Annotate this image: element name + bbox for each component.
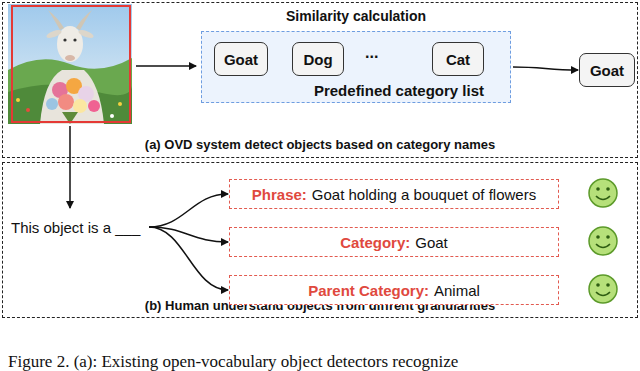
category-box: Cat [432,42,484,76]
category-box: Goat [214,42,268,76]
arrow-down [69,126,71,208]
panel: (b) Human understand objects from diffre… [2,162,638,318]
output-box: Goat [579,53,635,87]
prompt-text: This object is a ___ [11,219,140,236]
granularity-value: Goat holding a bouquet of flowers [312,186,536,203]
smiley-icon [589,275,617,303]
panel: (a) OVD system detect objects based on c… [2,2,638,158]
list-caption: Predefined category list [314,82,484,99]
granularity-box: Category: Goat [229,227,559,257]
granularity-value: Animal [434,282,480,299]
granularity-kind: Phrase: [252,186,307,203]
category-list-box: Similarity calculationPredefined categor… [201,31,511,103]
connector-arrow [149,227,228,290]
granularity-kind: Category: [340,234,410,251]
category-name: Goat [224,51,258,68]
output-name: Goat [590,62,624,79]
granularity-box: Parent Category: Animal [229,275,559,305]
smiley-icon [589,179,617,207]
figure-caption: Figure 2. (a): Existing open-vocabulary … [8,352,458,371]
connector-arrow [513,67,578,70]
goat-picture [8,4,132,124]
granularity-value: Goat [415,234,448,251]
category-name: Cat [446,51,470,68]
ellipsis: ... [365,44,378,62]
granularity-box: Phrase: Goat holding a bouquet of flowers [229,179,559,209]
list-heading: Similarity calculation [202,8,510,24]
arrow-to-list [136,65,196,67]
smiley-icon [589,227,617,255]
granularity-kind: Parent Category: [308,282,429,299]
detection-box [12,6,130,122]
category-box: Dog [292,42,344,76]
category-name: Dog [303,51,332,68]
prompt-text-box: This object is a ___ [11,213,147,241]
panel-caption: (a) OVD system detect objects based on c… [3,137,637,152]
connector-arrow [149,194,228,227]
